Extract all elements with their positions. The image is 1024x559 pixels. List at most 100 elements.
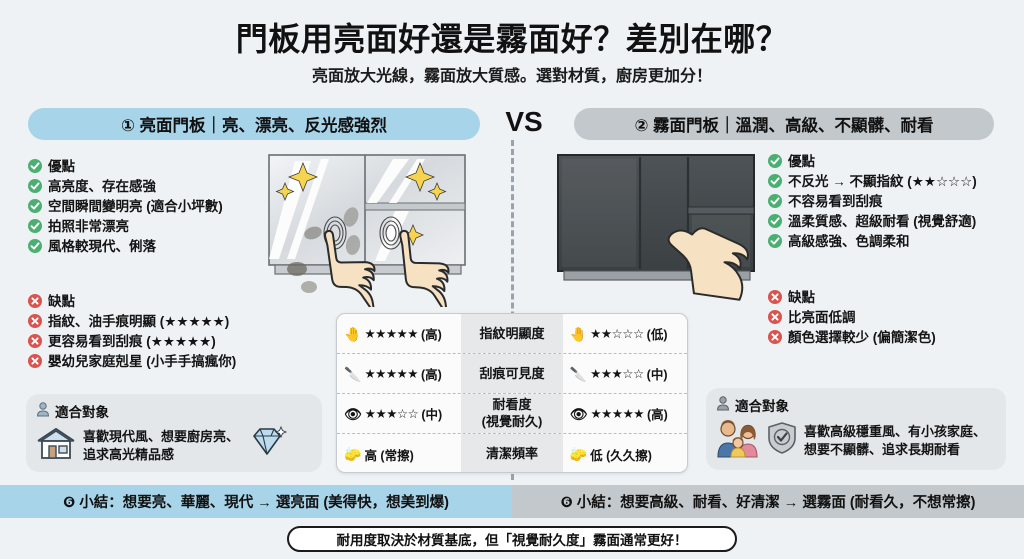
list-item: 溫柔質感、超級耐看 (視覺舒適) [768,212,1024,230]
matte-summary-text: ❻ 小結：想要高級、耐看、好清潔 → 選霧面 (耐看久，不想常擦) [560,495,976,511]
list-item-label: 缺點 [48,294,75,309]
list-item: 顏色選擇較少 (偏簡潔色) [768,328,1024,346]
person-icon [716,396,730,414]
audience-text: 喜歡現代風、想要廚房亮、 追求高光精品感 [83,428,239,464]
vs-label: VS [505,106,543,137]
page-title: 門板用亮面好還是霧面好？差別在哪？ [235,21,789,57]
shield-check-icon [767,421,797,460]
audience-text: 喜歡高級穩重風、有小孩家庭、 想要不顯髒、追求長期耐看 [804,423,986,459]
table-row: 🔪 ★★★★★ (高) 刮痕可見度 🔪 ★★★☆☆ (中) [337,354,687,394]
metric-label: 刮痕可見度 [479,365,545,381]
hand-icon: 🤚 [344,325,362,342]
matte-cabinet-illustration [528,145,762,307]
matte-stars: ★★☆☆☆ [590,327,644,341]
list-item: 缺點 [768,288,1024,306]
list-item: 不容易看到刮痕 [768,192,1024,210]
knife-icon: 🔪 [344,365,362,382]
list-item-label: 溫柔質感、超級耐看 (視覺舒適) [788,214,977,229]
matte-cons-list: 缺點 比亮面低調 顏色選擇較少 (偏簡潔色) [768,288,1024,348]
sponge-icon: 🧽 [344,446,362,462]
glossy-stars: ★★★☆☆ [364,407,419,421]
list-item-label: 嬰幼兒家庭剋星 (小手手搞瘋你) [48,354,237,369]
table-cell-metric: 清潔頻率 [461,434,563,472]
list-item: 嬰幼兒家庭剋星 (小手手搞瘋你) [28,352,310,370]
matte-value: (高) [647,408,668,422]
check-icon [768,174,782,188]
list-item: 指紋、油手痕明顯 (★★★★★) [28,312,310,330]
glossy-summary-bar: ❻ 小結：想要亮、華麗、現代 → 選亮面 (美得快，想美到爆) [0,485,512,518]
audience-text-line1: 喜歡現代風、想要廚房亮、 [83,428,240,444]
family-icon [716,418,760,463]
glossy-value: (高) [420,368,442,382]
matte-pros-list: 優點 不反光 → 不顯指紋 (★★☆☆☆) 不容易看到刮痕 溫柔質感、超級耐看 … [768,152,1024,252]
table-cell-matte: 🧽 低 (久久擦) [563,434,687,472]
matte-value: (低) [646,328,668,342]
sponge-icon: 🧽 [569,446,588,462]
footnote-text: 耐用度取決於材質基底，但「視覺耐久度」霧面通常更好！ [336,533,688,548]
audience-body: 喜歡現代風、想要廚房亮、 追求高光精品感 [36,424,312,467]
audience-title: 適合對象 [735,399,789,414]
glossy-summary-text: ❻ 小結：想要亮、華麗、現代 → 選亮面 (美得快，想美到爆) [62,495,450,511]
check-icon [768,214,782,228]
table-row: 👁 ★★★☆☆ (中) 耐看度 (視覺耐久) 👁 ★★★★★ (高) [337,394,687,434]
audience-text-line1: 喜歡高級穩重風、有小孩家庭、 [804,423,987,439]
audience-header: 適合對象 [36,401,312,421]
audience-text-line2: 追求高光精品感 [83,446,175,462]
check-icon [28,199,42,213]
list-item-label: 拍照非常漂亮 [48,219,129,234]
table-cell-metric: 耐看度 (視覺耐久) [461,394,563,433]
glossy-panel-banner: ① 亮面門板｜亮、漂亮、反光感強烈 [28,108,480,140]
metric-label: 清潔頻率 [485,446,538,461]
list-item-label: 空間瞬間變明亮 (適合小坪數) [48,199,223,214]
audience-header: 適合對象 [716,395,996,415]
comparison-table: 🤚 ★★★★★ (高) 指紋明顯度 🤚 ★★☆☆☆ (低) 🔪 ★★★★★ (高… [336,313,688,473]
check-icon [768,234,782,248]
table-row: 🧽 高 (常擦) 清潔頻率 🧽 低 (久久擦) [337,434,687,472]
matte-stars: ★★★★★ [590,407,644,421]
glossy-value: (高) [420,328,442,342]
check-icon [28,159,42,173]
metric-label-line2: (視覺耐久) [481,414,543,429]
list-item: 更容易看到刮痕 (★★★★★) [28,332,310,350]
list-item-label: 優點 [48,159,75,174]
table-cell-metric: 指紋明顯度 [461,314,563,353]
list-item-label: 指紋、油手痕明顯 (★★★★★) [48,314,230,329]
vertical-dashed-divider [511,140,514,480]
list-item-label: 更容易看到刮痕 (★★★★★) [48,334,216,349]
glossy-value: (中) [421,408,443,422]
cross-icon [28,314,42,328]
list-item: 優點 [28,157,278,175]
glossy-audience-box: 適合對象 喜歡現代風、想要廚房亮、 追求高光精品感 [26,394,322,472]
list-item: 高亮度、存在感強 [28,177,278,195]
table-cell-glossy: 👁 ★★★☆☆ (中) [337,394,461,433]
glossy-stars: ★★★★★ [364,367,418,381]
matte-panel-banner: ② 霧面門板｜溫潤、高級、不顯髒、耐看 [574,108,994,140]
list-item: 風格較現代、俐落 [28,237,278,255]
list-item-label: 優點 [788,154,815,169]
metric-label: 指紋明顯度 [479,325,545,341]
list-item: 比亮面低調 [768,308,1024,326]
matte-value: 低 (久久擦) [590,448,652,463]
eye-icon: 👁 [569,405,588,422]
matte-audience-box: 適合對象 [706,388,1006,470]
audience-title: 適合對象 [55,405,109,420]
page-subtitle: 亮面放大光線，霧面放大質感。選對材質，廚房更加分！ [311,68,712,85]
list-item-label: 缺點 [788,290,815,305]
list-item-label: 比亮面低調 [788,310,856,325]
matte-stars: ★★★☆☆ [590,367,644,381]
list-item: 高級感強、色調柔和 [768,232,1024,250]
glossy-cabinet-illustration [265,145,497,316]
matte-banner-label: ② 霧面門板｜溫潤、高級、不顯髒、耐看 [634,117,934,135]
knife-icon: 🔪 [569,365,588,382]
table-cell-matte: 🔪 ★★★☆☆ (中) [563,354,687,393]
matte-value: (中) [646,368,668,382]
list-item-label: 不容易看到刮痕 [788,194,883,209]
table-cell-glossy: 🤚 ★★★★★ (高) [337,314,461,353]
cross-icon [28,354,42,368]
glossy-cons-list: 缺點 指紋、油手痕明顯 (★★★★★) 更容易看到刮痕 (★★★★★) 嬰幼兒家… [28,292,310,372]
hand-icon: 🤚 [569,325,588,342]
list-item: 優點 [768,152,1024,170]
table-cell-matte: 👁 ★★★★★ (高) [563,394,687,433]
cross-icon [768,310,782,324]
